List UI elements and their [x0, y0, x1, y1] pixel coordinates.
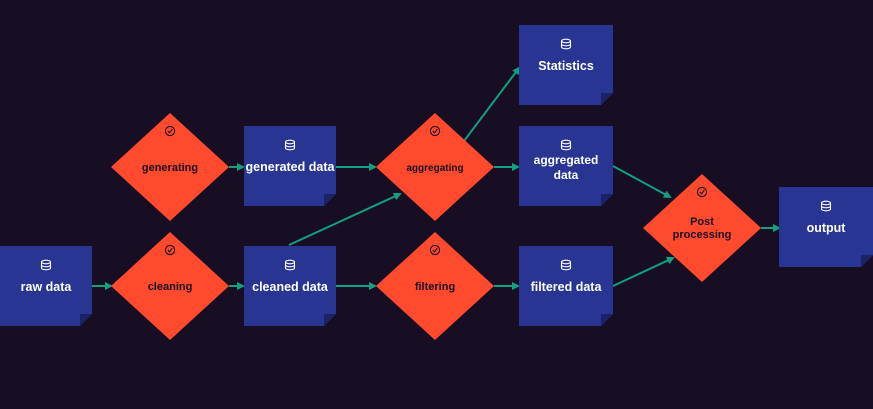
node-label: filtered data [531, 280, 603, 294]
check-circle-icon [429, 125, 441, 137]
data-node-shape [519, 246, 613, 326]
node-raw-data[interactable]: raw data [0, 246, 92, 326]
check-circle-icon [696, 186, 708, 198]
node-label: Statistics [538, 59, 594, 73]
database-icon [560, 38, 572, 50]
node-label: filtering [415, 281, 455, 293]
node-label: generated data [246, 160, 336, 174]
edge-cleaned-data-to-aggregating [288, 192, 402, 246]
node-generating[interactable]: generating [111, 113, 229, 221]
page-fold [601, 194, 613, 206]
node-statistics[interactable]: Statistics [519, 25, 613, 105]
database-icon [284, 259, 296, 271]
check-circle-icon [164, 125, 176, 137]
database-icon [820, 200, 832, 212]
page-fold [601, 93, 613, 105]
node-aggregating[interactable]: aggregating [376, 113, 494, 221]
node-label: aggregating [406, 163, 463, 174]
check-circle-icon [429, 244, 441, 256]
data-node-shape [244, 126, 336, 206]
edge-aggregated-data-to-post-processing [612, 165, 672, 198]
data-node-shape [244, 246, 336, 326]
node-output[interactable]: output [779, 187, 873, 267]
node-label: output [807, 221, 847, 235]
node-label: raw data [21, 280, 73, 294]
edge-aggregating-to-statistics [463, 66, 521, 142]
data-node-shape [519, 126, 613, 206]
page-fold [601, 314, 613, 326]
process-node-shape [643, 174, 761, 282]
database-icon [560, 139, 572, 151]
edges [92, 66, 781, 290]
node-filtered-data[interactable]: filtered data [519, 246, 613, 326]
node-cleaning[interactable]: cleaning [111, 232, 229, 340]
process-node-shape [111, 113, 229, 221]
data-node-shape [779, 187, 873, 267]
data-node-shape [0, 246, 92, 326]
page-fold [324, 194, 336, 206]
process-node-shape [111, 232, 229, 340]
node-label: generating [142, 162, 198, 174]
page-fold [861, 255, 873, 267]
database-icon [40, 259, 52, 271]
node-label: cleaned data [252, 280, 329, 294]
page-fold [324, 314, 336, 326]
page-fold [80, 314, 92, 326]
check-circle-icon [164, 244, 176, 256]
process-node-shape [376, 113, 494, 221]
data-node-shape [519, 25, 613, 105]
node-generated-data[interactable]: generated data [244, 126, 336, 206]
database-icon [560, 259, 572, 271]
node-filtering[interactable]: filtering [376, 232, 494, 340]
node-label: cleaning [148, 281, 193, 293]
nodes: raw data cleaning cleaned data filtering fil… [0, 25, 873, 340]
node-cleaned-data[interactable]: cleaned data [244, 246, 336, 326]
edge-filtered-data-to-post-processing [612, 256, 675, 287]
database-icon [284, 139, 296, 151]
process-node-shape [376, 232, 494, 340]
